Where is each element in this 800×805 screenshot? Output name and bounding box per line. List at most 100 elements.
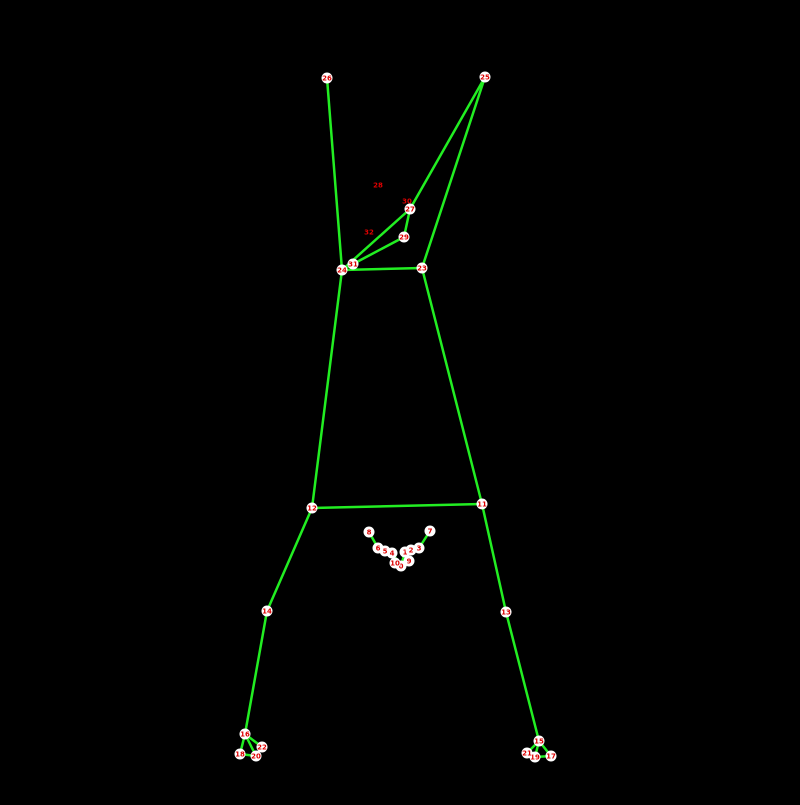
keypoint-marker <box>500 606 512 618</box>
keypoint-marker <box>479 71 491 83</box>
keypoint-label: 12 <box>307 505 317 513</box>
keypoint-label: 25 <box>480 74 490 82</box>
keypoint-label: 3 <box>417 545 422 553</box>
keypoint-9: 9 <box>403 555 415 567</box>
keypoint-marker <box>363 526 375 538</box>
keypoint-label: 8 <box>367 529 372 537</box>
keypoint-26: 26 <box>321 72 333 84</box>
keypoint-label: 24 <box>337 267 347 275</box>
keypoint-21: 21 <box>521 747 533 759</box>
keypoint-17: 17 <box>545 750 557 762</box>
keypoint-marker <box>336 264 348 276</box>
keypoint-27: 27 <box>404 203 416 215</box>
keypoint-label: 6 <box>376 545 381 553</box>
keypoint-3: 3 <box>413 542 425 554</box>
keypoint-label: 5 <box>383 548 388 556</box>
keypoint-label: 21 <box>522 750 532 758</box>
bone-25-27 <box>408 75 487 211</box>
keypoint-marker <box>403 555 415 567</box>
keypoint-label: 15 <box>534 738 544 746</box>
keypoint-16: 16 <box>239 728 251 740</box>
keypoint-label: 13 <box>501 609 511 617</box>
bone-26-24 <box>325 76 344 272</box>
keypoint-15: 15 <box>533 735 545 747</box>
keypoint-label: 32 <box>364 229 374 237</box>
keypoint-label: 7 <box>428 528 433 536</box>
bone-12-11 <box>310 502 484 510</box>
keypoint-label: 31 <box>348 261 358 269</box>
keypoint-marker <box>256 741 268 753</box>
keypoint-marker <box>404 203 416 215</box>
keypoint-label: 2 <box>409 547 414 555</box>
keypoint-marker <box>239 728 251 740</box>
keypoint-marker <box>321 72 333 84</box>
keypoint-label: 16 <box>240 731 250 739</box>
bone-23-11 <box>420 266 484 506</box>
keypoint-marker <box>398 231 410 243</box>
keypoint-label: 26 <box>322 75 332 83</box>
keypoint-8: 8 <box>363 526 375 538</box>
keypoint-label: 17 <box>546 753 556 761</box>
keypoint-29: 29 <box>398 231 410 243</box>
keypoint-31: 31 <box>347 258 359 270</box>
keypoint-marker <box>521 747 533 759</box>
bone-14-16 <box>243 609 269 736</box>
keypoint-marker <box>416 262 428 274</box>
keypoint-marker <box>533 735 545 747</box>
keypoint-10: 10 <box>389 557 401 569</box>
bone-11-13 <box>480 502 508 614</box>
keypoint-marker <box>389 557 401 569</box>
keypoint-label: 19 <box>530 754 540 762</box>
keypoint-label: 10 <box>390 560 400 568</box>
keypoint-6: 6 <box>372 542 384 554</box>
bone-24-23 <box>340 266 424 272</box>
keypoint-18: 18 <box>234 748 246 760</box>
keypoint-7: 7 <box>424 525 436 537</box>
keypoint-marker <box>234 748 246 760</box>
bone-23-25 <box>420 75 487 270</box>
keypoint-32: 32 <box>364 229 374 237</box>
keypoint-28: 28 <box>373 182 383 190</box>
bone-12-14 <box>265 506 314 613</box>
keypoint-marker <box>261 605 273 617</box>
keypoint-marker <box>545 750 557 762</box>
keypoint-25: 25 <box>479 71 491 83</box>
keypoint-marker <box>476 498 488 510</box>
keypoint-marker <box>424 525 436 537</box>
keypoint-marker <box>347 258 359 270</box>
keypoint-22: 22 <box>256 741 268 753</box>
keypoint-label: 29 <box>399 234 409 242</box>
keypoint-label: 0 <box>399 563 404 571</box>
keypoint-24: 24 <box>336 264 348 276</box>
bone-24-12 <box>310 268 344 510</box>
keypoint-label: 23 <box>417 265 427 273</box>
keypoint-13: 13 <box>500 606 512 618</box>
keypoint-marker <box>306 502 318 514</box>
bone-layer <box>238 75 553 759</box>
keypoint-label: 18 <box>235 751 245 759</box>
keypoint-label: 14 <box>262 608 272 616</box>
keypoint-11: 11 <box>476 498 488 510</box>
keypoint-label: 28 <box>373 182 383 190</box>
bone-29-31 <box>351 235 406 266</box>
keypoint-30: 30 <box>402 198 412 206</box>
keypoint-23: 23 <box>416 262 428 274</box>
keypoint-label: 22 <box>257 744 267 752</box>
keypoint-label: 27 <box>405 206 415 214</box>
keypoint-marker <box>413 542 425 554</box>
keypoint-marker <box>372 542 384 554</box>
keypoint-label: 4 <box>390 550 395 558</box>
keypoint-20: 20 <box>250 750 262 762</box>
bone-13-15 <box>504 610 541 743</box>
keypoint-label: 9 <box>407 558 412 566</box>
keypoint-label: 1 <box>403 549 408 557</box>
keypoint-marker <box>250 750 262 762</box>
keypoint-12: 12 <box>306 502 318 514</box>
keypoint-label: 11 <box>477 501 487 509</box>
keypoint-14: 14 <box>261 605 273 617</box>
keypoint-label: 30 <box>402 198 412 206</box>
keypoint-label: 20 <box>251 753 261 761</box>
